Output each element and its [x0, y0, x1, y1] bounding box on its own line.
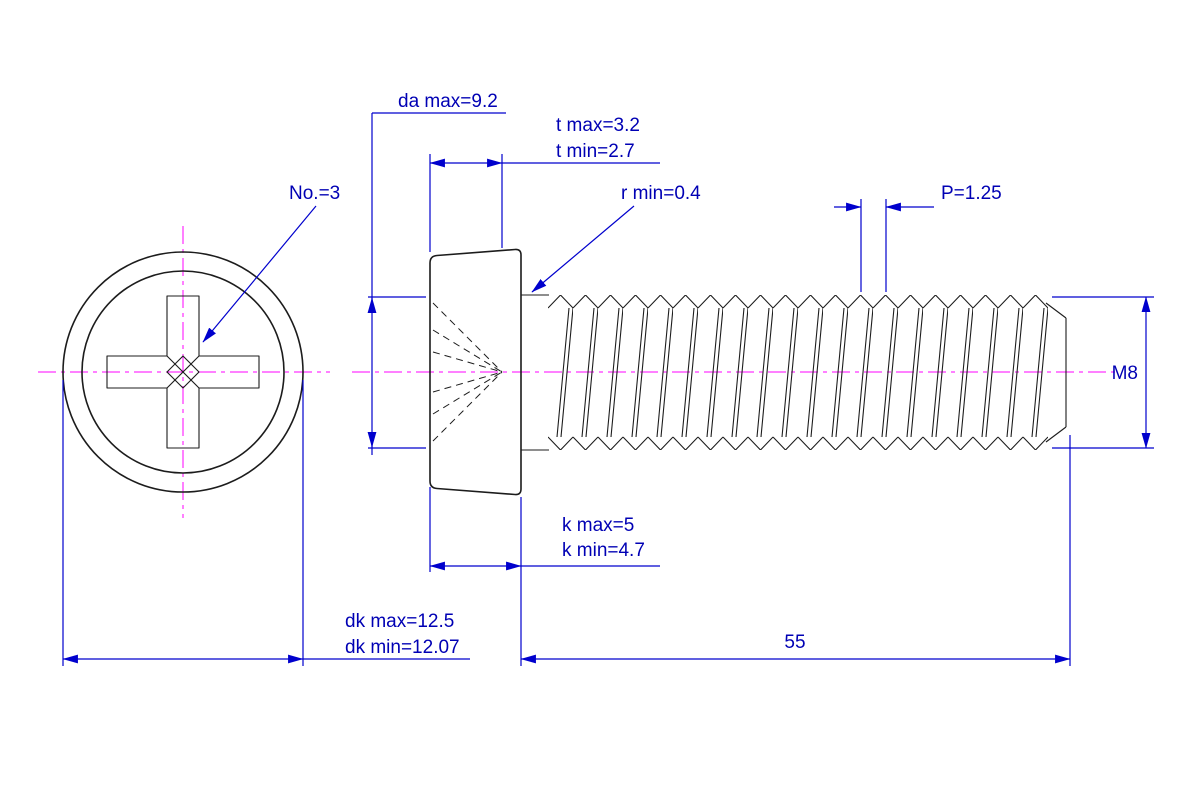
- label-thread-size: M8: [1112, 363, 1138, 384]
- head-outline: [429, 248, 522, 496]
- label-t-max: t max=3.2: [556, 115, 640, 136]
- label-t-min: t min=2.7: [556, 141, 635, 162]
- label-length: 55: [784, 632, 805, 653]
- label-recess-no: No.=3: [289, 183, 340, 204]
- label-r-min: r min=0.4: [621, 183, 701, 204]
- front-view: [62, 251, 304, 493]
- label-k-max: k max=5: [562, 515, 634, 536]
- dimension-k: k max=5 k min=4.7: [429, 487, 660, 572]
- dimension-t: t max=3.2 t min=2.7: [429, 115, 660, 252]
- thread-region: [548, 295, 1048, 450]
- cross-recess-diagonal: [166, 355, 200, 389]
- label-dk-max: dk max=12.5: [345, 611, 454, 632]
- head-inner-circle: [81, 270, 285, 474]
- screw-tip: [1045, 302, 1067, 443]
- label-pitch: P=1.25: [941, 183, 1002, 204]
- leader-recess-number: No.=3: [202, 183, 340, 343]
- dimension-thread-size: M8: [1052, 296, 1154, 449]
- label-da-max: da max=9.2: [398, 91, 498, 112]
- dimension-pitch: P=1.25: [834, 183, 1002, 292]
- side-view: [429, 248, 1067, 496]
- dimension-dk: dk max=12.5 dk min=12.07: [62, 380, 470, 666]
- head-outer-circle: [62, 251, 304, 493]
- label-k-min: k min=4.7: [562, 540, 645, 561]
- recess-hidden-lines: [432, 302, 503, 442]
- leader-fillet-radius: r min=0.4: [531, 183, 701, 293]
- cross-recess-center-square: [166, 355, 200, 389]
- dimension-da: da max=9.2: [367, 91, 506, 455]
- dimension-length: 55: [520, 435, 1071, 666]
- label-dk-min: dk min=12.07: [345, 637, 460, 658]
